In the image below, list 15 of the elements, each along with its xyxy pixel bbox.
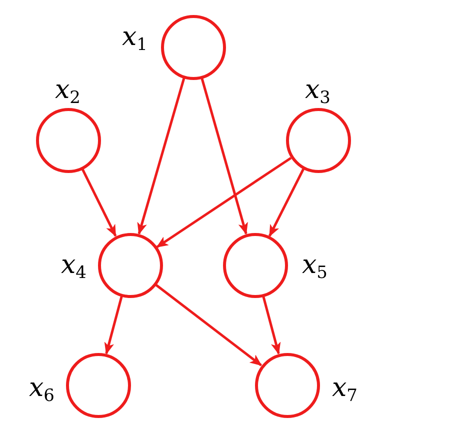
- arrow: [268, 168, 304, 237]
- arrow: [156, 156, 292, 248]
- variable-label: x$_{6}$: [29, 375, 54, 405]
- variable-label: x$_{2}$: [55, 77, 80, 107]
- variable-label: x$_{7}$: [332, 375, 358, 405]
- arrow: [262, 296, 281, 355]
- arrow: [200, 78, 248, 235]
- arrow: [104, 296, 123, 355]
- arrow: [155, 284, 262, 366]
- arrow: [81, 168, 117, 237]
- variable-label: x$_{5}$: [302, 252, 328, 282]
- variable-label: x$_{3}$: [305, 77, 330, 107]
- variable-label: x$_{4}$: [61, 252, 86, 282]
- arrow: [137, 78, 186, 235]
- variable-label: x$_{1}$: [122, 24, 148, 54]
